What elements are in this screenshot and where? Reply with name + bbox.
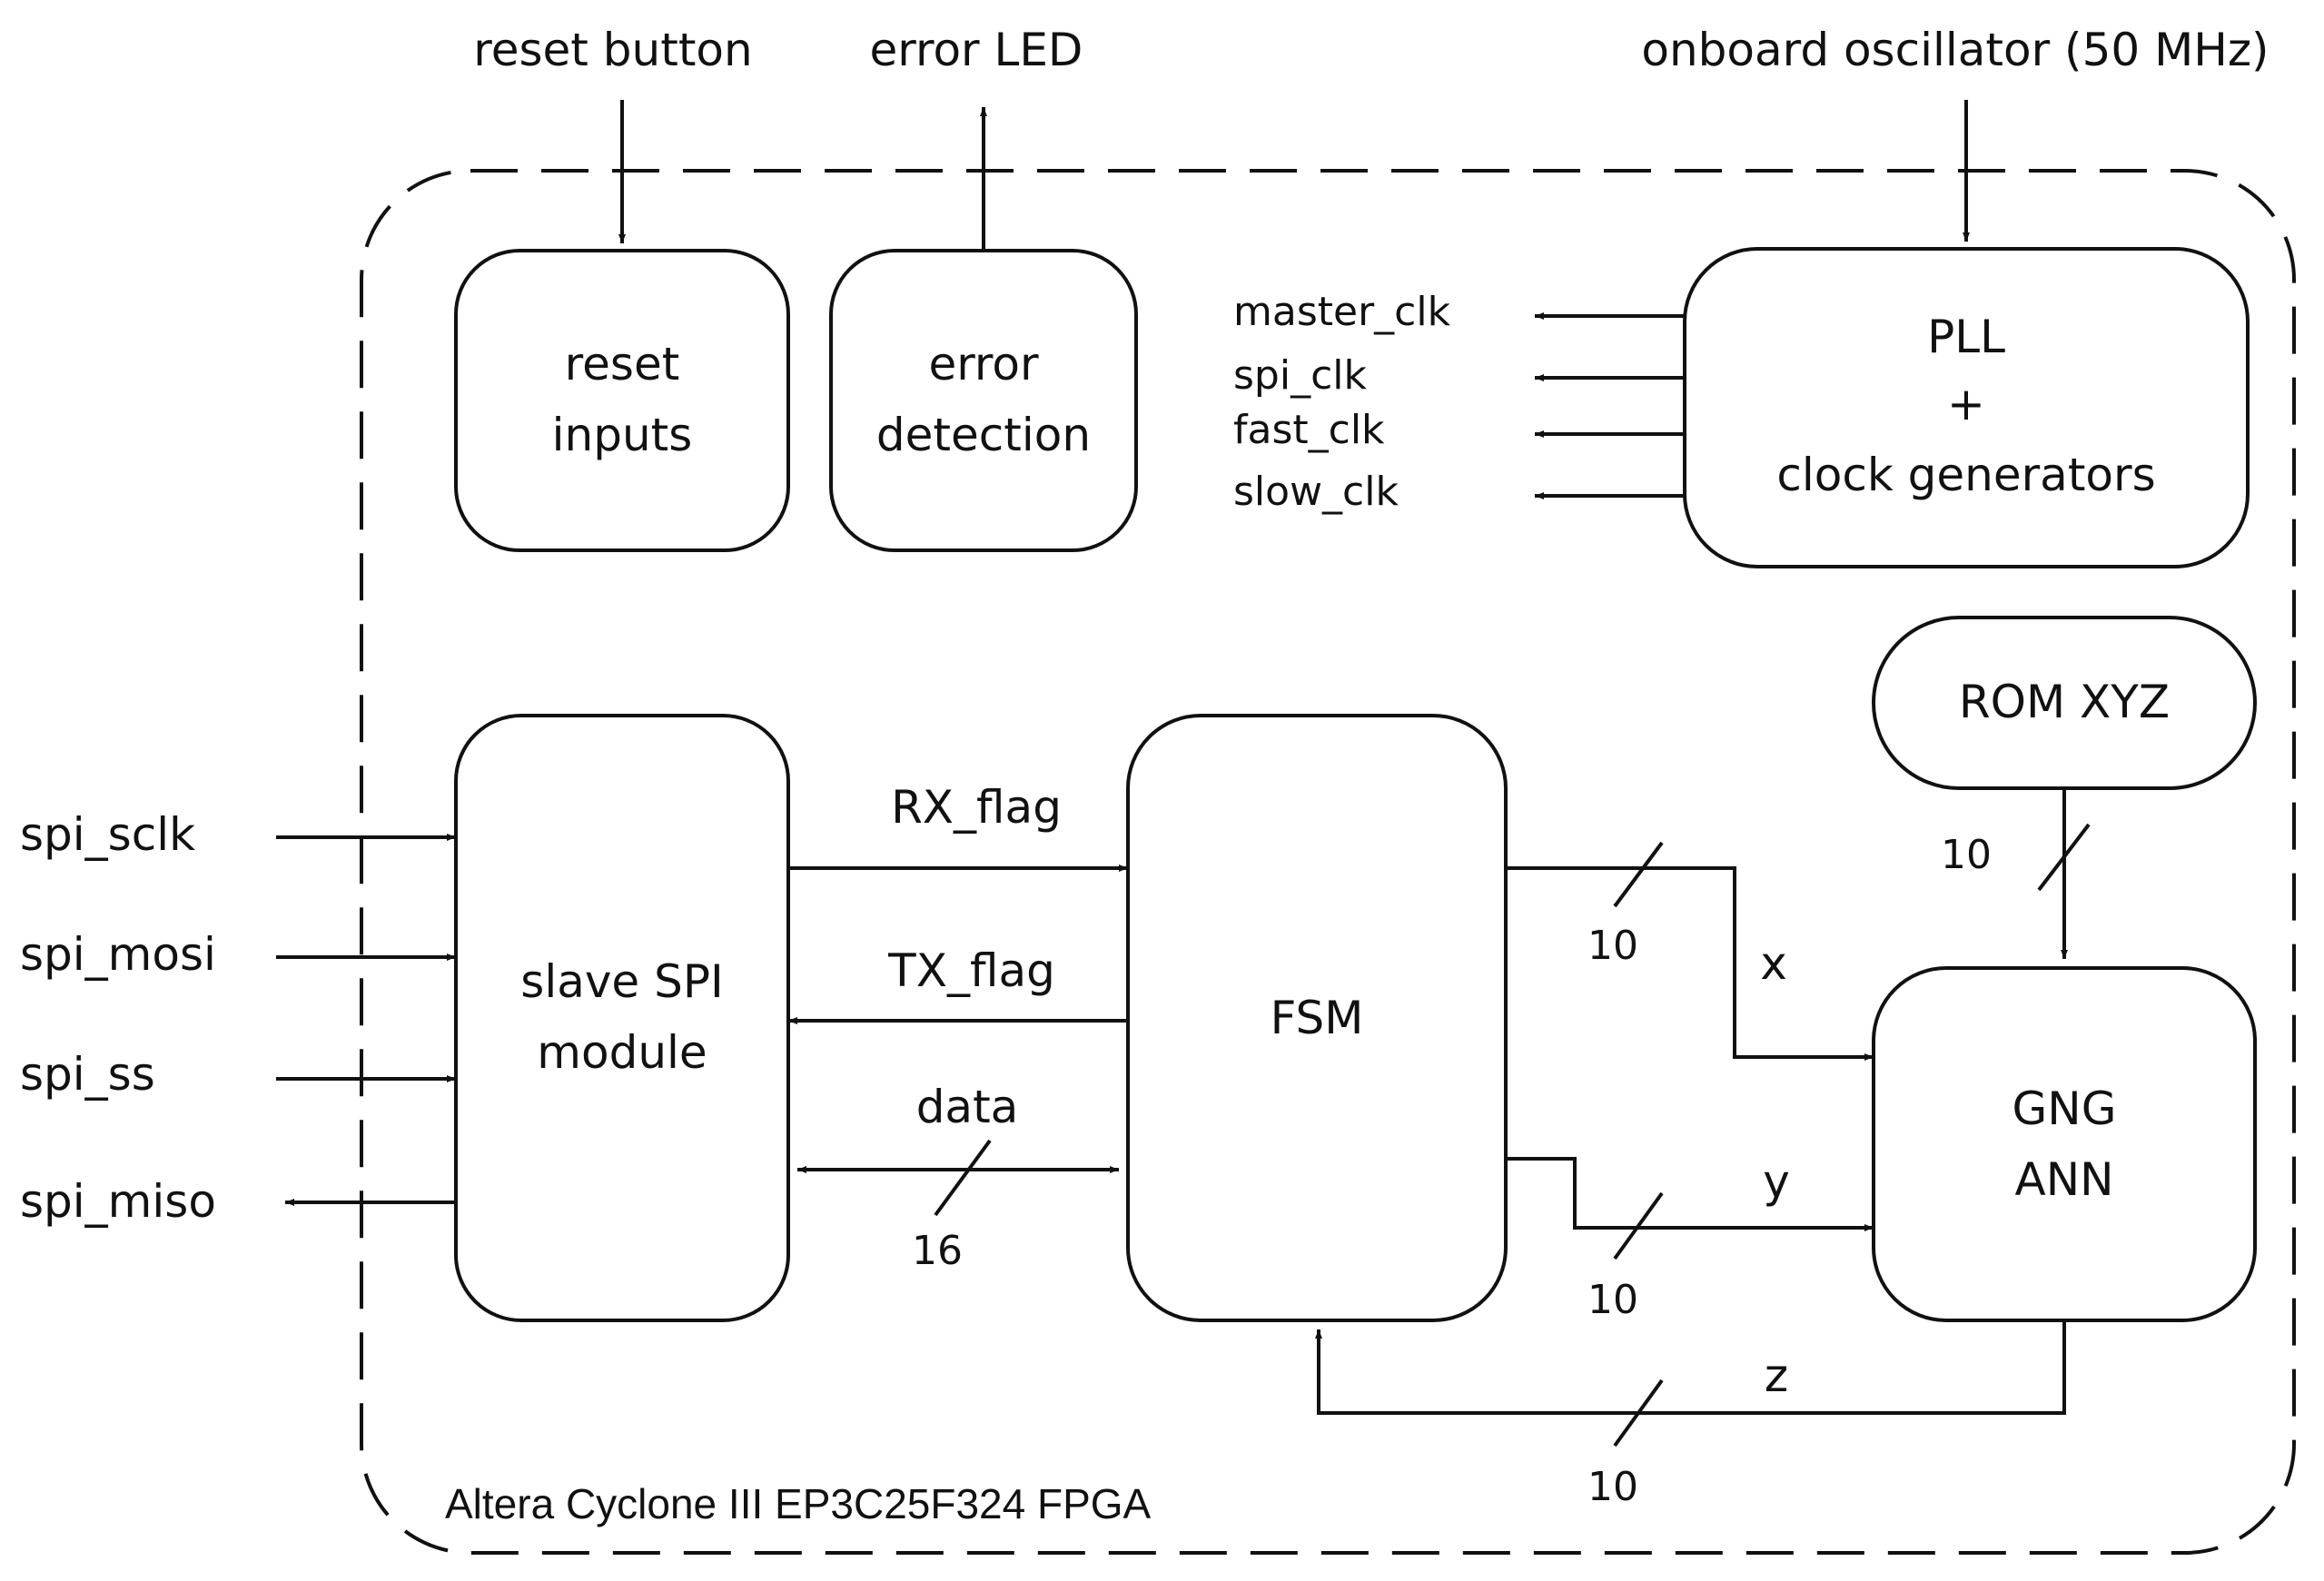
error-detection-line2: detection [876, 409, 1091, 461]
fpga-boundary [360, 169, 2296, 1555]
x-bus-wire [1506, 866, 1874, 1061]
clock-label-slow: slow_clk [1233, 469, 1399, 515]
gng-ann-line2: ANN [2014, 1153, 2113, 1206]
spi-pin-ss: spi_ss [20, 1048, 155, 1101]
reset-button-label: reset button [473, 24, 752, 76]
x-bus-width: 10 [1587, 923, 1638, 969]
clock-label-fast: fast_clk [1233, 407, 1385, 453]
data-bus-width: 16 [912, 1228, 963, 1274]
slave-spi-line1: slave SPI [520, 955, 723, 1008]
reset-inputs-line1: reset [565, 338, 680, 390]
z-bus-label: z [1765, 1349, 1788, 1402]
oscillator-label: onboard oscillator (50 MHz) [1641, 24, 2269, 76]
y-bus-width: 10 [1587, 1277, 1638, 1323]
y-bus-label: y [1763, 1155, 1790, 1208]
error-detection-line1: error [928, 338, 1038, 390]
reset-inputs-line2: inputs [552, 409, 693, 461]
error-led-label: error LED [870, 24, 1083, 76]
clock-label-spi: spi_clk [1233, 352, 1367, 399]
clock-label-master: master_clk [1233, 289, 1451, 335]
tx-flag-label: TX_flag [887, 944, 1055, 997]
spi-pin-sclk: spi_sclk [20, 808, 195, 861]
y-bus-wire [1506, 1157, 1874, 1231]
rom-bus-slash [2037, 823, 2091, 892]
z-bus-width: 10 [1587, 1464, 1638, 1510]
rx-flag-label: RX_flag [891, 781, 1062, 834]
x-bus-label: x [1760, 937, 1787, 990]
pll-line2: + [1947, 378, 1985, 430]
spi-pin-mosi: spi_mosi [20, 928, 216, 981]
z-bus-wire [1315, 1320, 2066, 1415]
slave-spi-line2: module [537, 1026, 707, 1079]
y-bus-slash [1613, 1191, 1664, 1260]
z-bus-slash [1613, 1378, 1664, 1448]
rom-xyz-label: ROM XYZ [1959, 676, 2170, 728]
gng-ann-block [1872, 966, 2257, 1322]
data-bus-label: data [916, 1081, 1019, 1133]
spi-pin-miso: spi_miso [20, 1175, 216, 1228]
x-bus-slash [1613, 841, 1664, 908]
pll-line1: PLL [1927, 311, 2005, 363]
gng-ann-line1: GNG [2012, 1082, 2117, 1135]
reset-inputs-block [454, 249, 790, 552]
rom-bus-width: 10 [1941, 832, 1992, 878]
fsm-label: FSM [1271, 992, 1364, 1044]
pll-line3: clock generators [1776, 449, 2155, 501]
error-detection-block [829, 249, 1138, 552]
slave-spi-block [454, 714, 790, 1322]
pll-block [1683, 247, 2250, 568]
fpga-label: Altera Cyclone III EP3C25F324 FPGA [445, 1480, 1152, 1527]
data-bus-slash [934, 1139, 992, 1217]
fsm-block [1126, 714, 1508, 1322]
